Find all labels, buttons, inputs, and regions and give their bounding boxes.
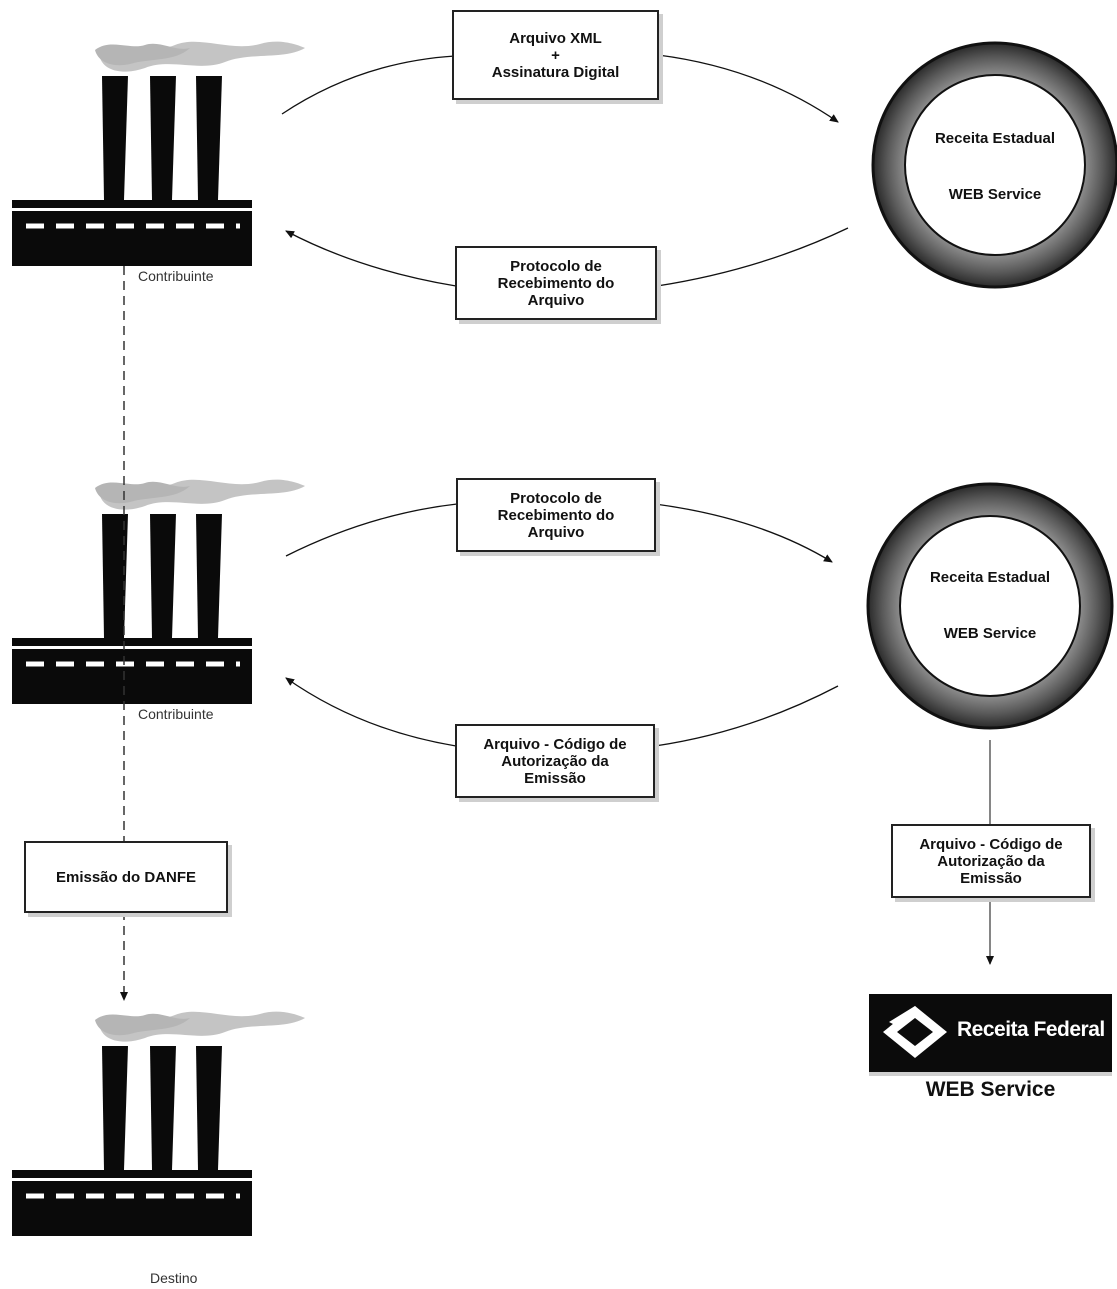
factory-label-middle: Contribuinte: [138, 706, 214, 722]
danfe-box: Emissão do DANFE: [24, 841, 228, 913]
arrow-auth-to-contribuinte: [285, 677, 457, 747]
factory-label-top: Contribuinte: [138, 268, 214, 284]
receita-federal-caption: WEB Service: [925, 1078, 1056, 1101]
protocol-send-box: Protocolo de Recebimento do Arquivo: [456, 478, 656, 552]
ring-top-line2: WEB Service: [948, 186, 1042, 203]
ring-bottom-line1: Receita Estadual: [929, 569, 1051, 586]
ring-top-line1: Receita Estadual: [934, 130, 1056, 147]
receita-federal-logo-text: Receita Federal: [957, 1018, 1105, 1041]
xml-signature-box: Arquivo XML + Assinatura Digital: [452, 10, 659, 100]
protocol-return-box: Protocolo de Recebimento do Arquivo: [455, 246, 657, 320]
receita-federal-emblem-icon: [883, 1006, 947, 1058]
ring-bottom-line2: WEB Service: [943, 625, 1037, 642]
arc-xml-left: [281, 55, 456, 115]
arc-auth-right: [654, 685, 839, 747]
factory-icon-top: [12, 42, 305, 266]
arrow-protocol2-to-receita: [654, 503, 833, 563]
factory-icon-destino: [12, 1012, 305, 1236]
authorization-return-box: Arquivo - Código de Autorização da Emiss…: [455, 724, 655, 798]
arc-protocol2-left: [285, 503, 458, 557]
receita-federal-logo: Receita Federal: [869, 994, 1112, 1072]
factory-icon-middle: [12, 480, 305, 704]
factory-label-destino: Destino: [150, 1270, 198, 1286]
arrow-xml-to-receita: [657, 54, 839, 123]
arc-protocol-right: [656, 227, 849, 287]
arrow-protocol-to-contribuinte: [285, 230, 457, 287]
authorization-federal-box: Arquivo - Código de Autorização da Emiss…: [891, 824, 1091, 898]
